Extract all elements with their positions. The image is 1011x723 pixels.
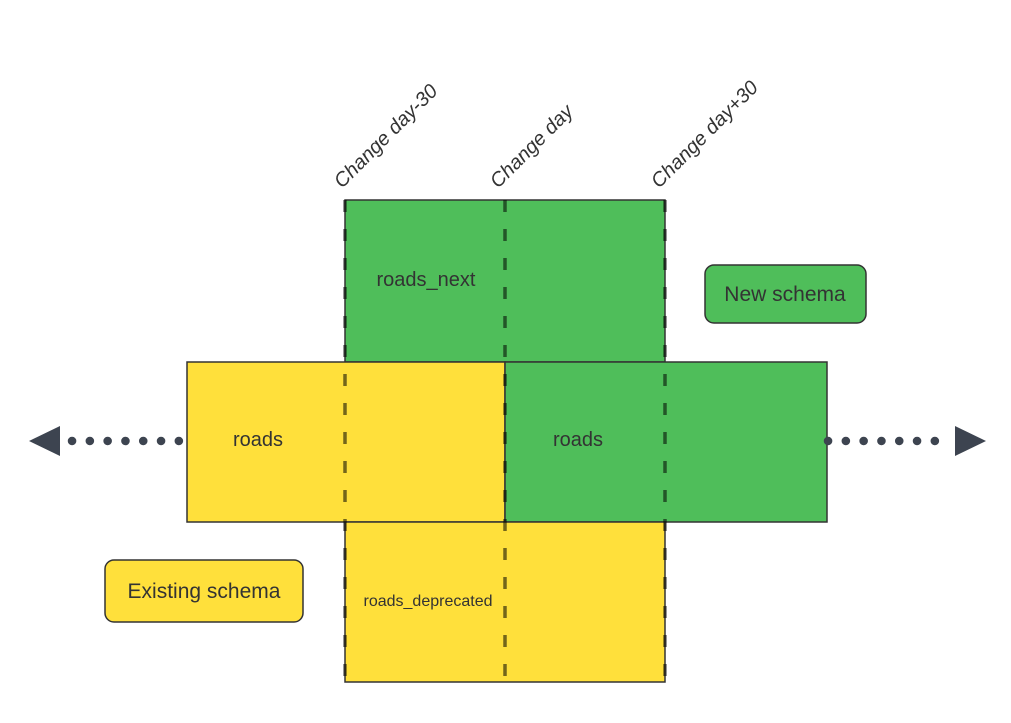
legend-existing-schema-box xyxy=(104,559,304,623)
block-label-roads-next: roads_next xyxy=(377,269,476,291)
marker-label-change-day: Change day xyxy=(486,100,579,193)
legend-new-schema-label: New schema xyxy=(724,283,846,306)
block-roads-next xyxy=(344,199,666,363)
legend-existing-schema-label: Existing schema xyxy=(128,580,281,603)
marker-label-change-day-minus-30: Change day-30 xyxy=(330,80,442,192)
timeline-arrowhead-right-icon xyxy=(955,426,986,456)
block-label-roads-deprecated: roads_deprecated xyxy=(364,593,493,610)
legend-new-schema-box xyxy=(704,264,867,324)
timeline-arrowhead-left-icon xyxy=(29,426,60,456)
block-label-roads-new: roads xyxy=(553,429,603,451)
marker-label-change-day-plus-30: Change day+30 xyxy=(647,77,763,193)
block-label-roads-existing: roads xyxy=(233,429,283,451)
